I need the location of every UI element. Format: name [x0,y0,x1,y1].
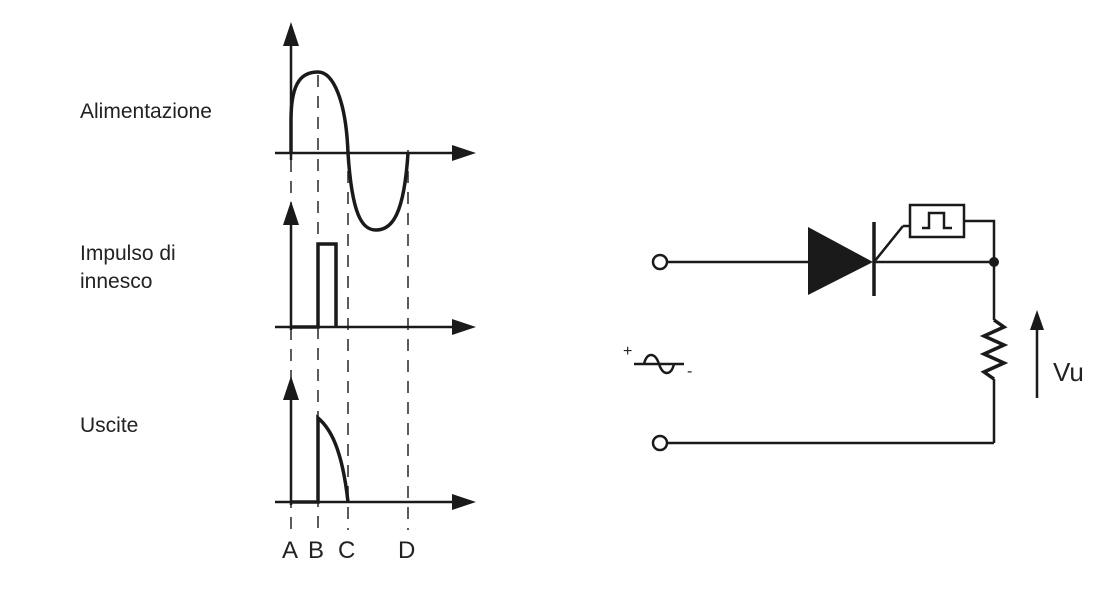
scr-triangle [808,227,873,295]
label-supply: Alimentazione [80,100,212,123]
supply-y-arrow [283,22,299,46]
terminal-top [651,253,669,271]
output-curve [291,414,350,504]
marker-label-b: B [308,537,324,564]
wire-pulse-to-node [964,219,996,262]
output-x-arrow [452,494,476,510]
output-voltage-arrow [1030,310,1044,398]
marker-label-c: C [338,537,355,564]
waveform-panel: Alimentazione Impulso di innesco Uscite … [80,22,476,564]
output-voltage-label: Vu [1053,357,1084,387]
resistor-icon [979,318,1009,381]
trigger-waveform [275,201,476,335]
vu-arrow-head [1030,310,1044,330]
supply-sine [289,70,410,232]
scr-gate-lead [873,225,904,263]
marker-label-a: A [282,537,298,564]
ac-minus-sign: - [687,363,692,380]
scr-icon [808,222,904,296]
trigger-pulse [291,242,338,329]
supply-waveform [275,22,476,232]
ac-sine [642,353,676,375]
terminal-bottom [651,434,669,452]
pulse-generator [903,203,996,262]
pulse-generator-box [908,203,966,239]
trigger-x-arrow [452,319,476,335]
label-trigger-line1: Impulso di [80,242,176,265]
output-y-arrow [283,376,299,400]
label-trigger-line2: innesco [80,270,152,293]
circuit-panel: Vu + - [623,203,1084,452]
label-output: Uscite [80,414,138,437]
marker-label-d: D [398,537,415,564]
pulse-icon [922,211,952,230]
output-waveform [275,376,476,510]
trigger-y-arrow [283,201,299,225]
ac-source-icon: + - [623,343,692,380]
ac-plus-sign: + [623,343,632,360]
supply-x-arrow [452,145,476,161]
